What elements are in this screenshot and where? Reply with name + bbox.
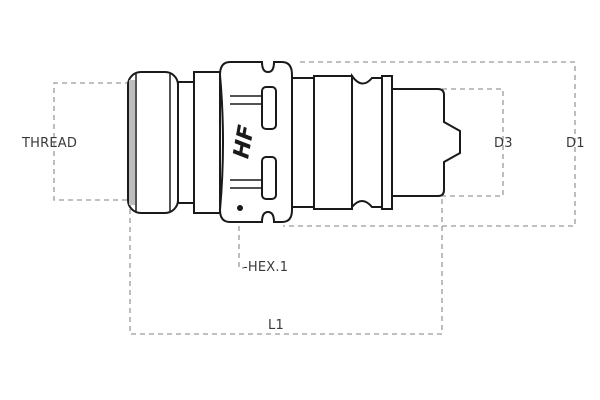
hex-dot — [237, 205, 243, 211]
d1-label: D1 — [566, 136, 585, 151]
svg-text:HF: HF — [229, 123, 259, 160]
d3-dimension — [442, 88, 504, 197]
hex-label: -HEX.1 — [243, 260, 289, 275]
l1-label: L1 — [268, 318, 284, 333]
dimension-lines — [53, 61, 576, 335]
thread-label: THREAD — [22, 136, 78, 151]
d3-label: D3 — [494, 136, 513, 151]
l1-dimension — [129, 196, 443, 335]
collar-section — [193, 71, 221, 214]
coupling-body — [127, 61, 461, 223]
neck-section — [177, 81, 195, 204]
body-section — [291, 77, 315, 208]
thread-dimension — [53, 82, 130, 201]
hex-dimension — [238, 226, 244, 269]
d1-dimension — [283, 61, 576, 227]
nose-section — [391, 88, 461, 197]
hf-logo: HF — [229, 123, 259, 160]
